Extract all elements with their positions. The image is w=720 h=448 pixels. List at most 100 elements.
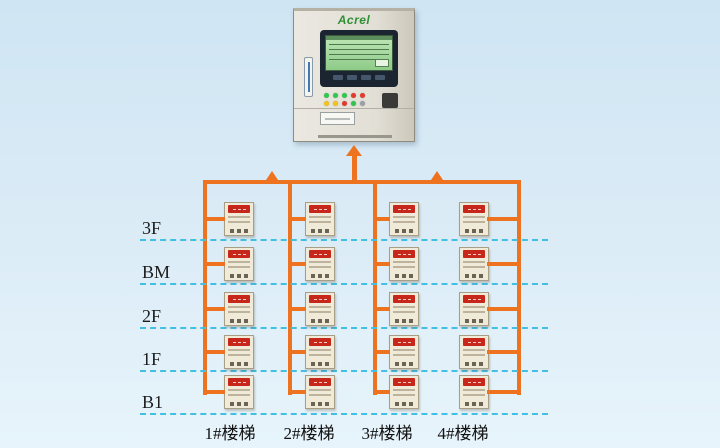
device-display-line (463, 261, 485, 263)
printer-slot (320, 112, 355, 125)
device-terminals (463, 274, 485, 278)
device-display-line (228, 389, 250, 391)
led-indicator (360, 93, 365, 98)
fire-monitor-device (459, 375, 489, 409)
device-display-line (228, 221, 250, 223)
device-label-strip (228, 295, 250, 303)
led-indicator (342, 101, 347, 106)
device-label-strip (463, 338, 485, 346)
cabinet-nameplate (318, 135, 392, 138)
device-terminals (393, 229, 415, 233)
level-gauge (304, 57, 313, 97)
device-label-strip (228, 205, 250, 213)
device-label-strip (309, 295, 331, 303)
fire-monitor-device (305, 375, 335, 409)
device-label-strip (463, 378, 485, 386)
device-display-line (228, 216, 250, 218)
device-terminals (228, 274, 250, 278)
device-display-line (393, 394, 415, 396)
riser-line-2 (288, 180, 292, 395)
fire-monitor-device (224, 292, 254, 326)
device-display-line (393, 389, 415, 391)
device-terminals (393, 362, 415, 366)
led-indicator (333, 101, 338, 106)
device-display-line (228, 394, 250, 396)
device-display-line (228, 261, 250, 263)
floor-label-b1: B1 (142, 392, 164, 412)
cabinet-screen-bezel (320, 30, 398, 87)
device-label-strip (309, 338, 331, 346)
led-indicator (360, 101, 365, 106)
device-display-line (228, 349, 250, 351)
device-terminals (463, 229, 485, 233)
lcd-display (325, 35, 393, 71)
cabinet-keypad (382, 93, 398, 108)
device-connector (373, 350, 390, 354)
fire-monitor-device (224, 202, 254, 236)
fire-monitor-device (305, 247, 335, 281)
fire-monitor-device (459, 247, 489, 281)
fire-monitor-device (459, 335, 489, 369)
monitoring-host-cabinet: Acrel (293, 8, 415, 142)
indicator-led-row (324, 93, 365, 98)
device-terminals (393, 402, 415, 406)
fire-monitor-device (389, 202, 419, 236)
acrel-logo: Acrel (337, 13, 371, 27)
device-connector (288, 390, 306, 394)
device-terminals (228, 402, 250, 406)
device-terminals (393, 274, 415, 278)
floor-divider-line (140, 239, 548, 241)
device-display-line (228, 311, 250, 313)
device-connector (203, 350, 225, 354)
led-indicator (324, 93, 329, 98)
device-label-strip (309, 378, 331, 386)
device-display-line (309, 216, 331, 218)
device-display-line (463, 389, 485, 391)
device-connector (288, 217, 306, 221)
device-display-line (393, 354, 415, 356)
floor-label-bm: BM (142, 262, 171, 282)
device-display-line (393, 266, 415, 268)
device-terminals (228, 229, 250, 233)
device-display-line (309, 266, 331, 268)
device-connector (203, 262, 225, 266)
bus-up-arrow (266, 171, 278, 180)
device-terminals (228, 362, 250, 366)
device-connector (373, 262, 390, 266)
device-display-line (463, 354, 485, 356)
device-label-strip (309, 250, 331, 258)
floor-divider-line (140, 327, 548, 329)
device-label-strip (309, 205, 331, 213)
device-connector (487, 350, 521, 354)
fire-monitor-device (224, 247, 254, 281)
device-display-line (393, 216, 415, 218)
fire-monitor-device (224, 335, 254, 369)
staircase-label-3: 3#楼梯 (361, 424, 413, 443)
device-connector (487, 262, 521, 266)
screen-membrane-keys (325, 75, 393, 80)
device-display-line (228, 266, 250, 268)
device-connector (203, 390, 225, 394)
uplink-arrow-shaft (352, 155, 357, 181)
device-terminals (463, 402, 485, 406)
fire-monitor-device (389, 292, 419, 326)
device-connector (203, 217, 225, 221)
device-label-strip (393, 338, 415, 346)
fire-monitor-device (389, 247, 419, 281)
device-display-line (393, 306, 415, 308)
fire-monitor-device (305, 292, 335, 326)
device-display-line (463, 216, 485, 218)
floor-divider-line (140, 370, 548, 372)
device-connector (288, 350, 306, 354)
bus-up-arrow (431, 171, 443, 180)
device-display-line (228, 354, 250, 356)
device-connector (487, 390, 521, 394)
device-terminals (228, 319, 250, 323)
device-terminals (309, 229, 331, 233)
staircase-label-2: 2#楼梯 (283, 424, 335, 443)
fire-monitor-device (224, 375, 254, 409)
floor-divider-line (140, 283, 548, 285)
riser-line-4 (517, 180, 521, 395)
device-connector (203, 307, 225, 311)
device-display-line (393, 349, 415, 351)
